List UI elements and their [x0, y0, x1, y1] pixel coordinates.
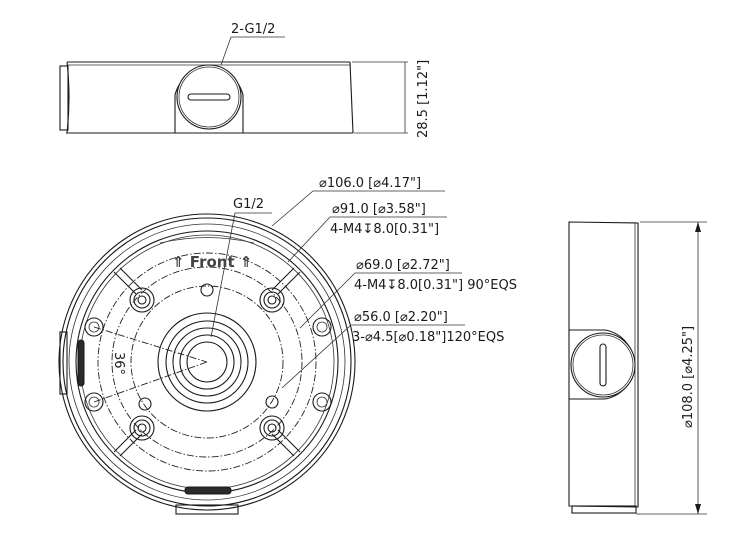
front-marker: ⇑ Front ⇑: [172, 253, 252, 271]
side-bosses: [84, 317, 332, 412]
diameter-dimension: ⌀108.0 [⌀4.25"]: [681, 326, 696, 428]
m4-screw-bosses: [129, 287, 285, 441]
angle-label: 36°: [111, 352, 126, 375]
callout-56-holes: 3-⌀4.5[⌀0.18"]120°EQS: [352, 330, 504, 345]
top-port-label: 2-G1/2: [231, 22, 275, 37]
callout-69-thread: 4-M4↧8.0[0.31"] 90°EQS: [354, 278, 517, 293]
height-dimension: 28.5 [1.12"]: [416, 60, 431, 138]
top-view: [59, 36, 408, 134]
callout-56: ⌀56.0 [⌀2.20"]: [354, 310, 448, 325]
callout-106: ⌀106.0 [⌀4.17"]: [319, 176, 421, 191]
small-holes: [138, 283, 279, 411]
callout-91: ⌀91.0 [⌀3.58"]: [332, 202, 426, 217]
inlet-label: G1/2: [233, 197, 264, 212]
callout-91-thread: 4-M4↧8.0[0.31"]: [330, 222, 439, 237]
mounting-ribs: [113, 267, 301, 457]
callout-69: ⌀69.0 [⌀2.72"]: [356, 258, 450, 273]
side-view: [568, 221, 707, 515]
front-view: [58, 190, 465, 515]
